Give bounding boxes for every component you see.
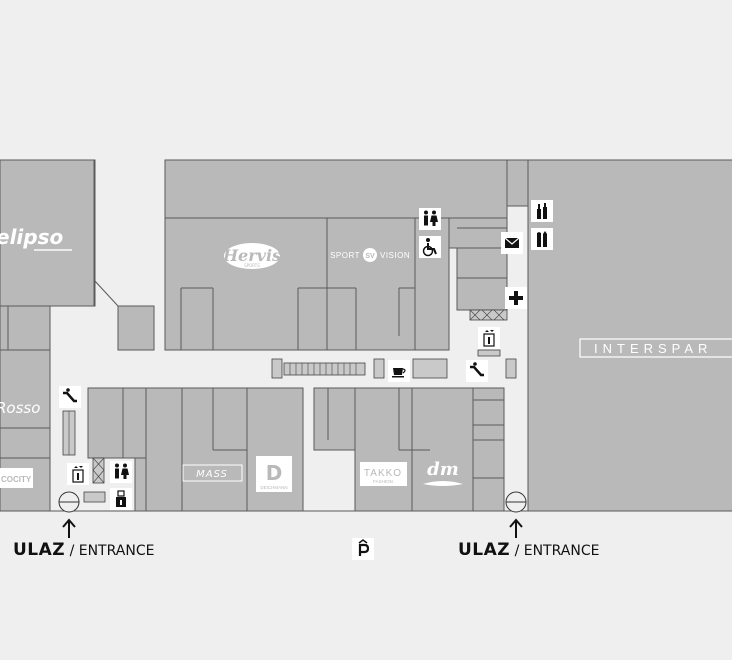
store-unit-low-2[interactable] bbox=[145, 387, 183, 512]
rosso-logo: Rosso bbox=[0, 399, 40, 417]
pharmacy-icon[interactable] bbox=[505, 287, 527, 309]
store-unit-top-7[interactable] bbox=[506, 159, 529, 207]
entrance-label-left: ULAZ / ENTRANCE bbox=[13, 540, 154, 560]
store-unit-low-5[interactable] bbox=[134, 457, 147, 512]
store-unit-low-3[interactable] bbox=[313, 387, 356, 451]
mass-logo: MASS bbox=[196, 469, 228, 480]
atm-icon[interactable] bbox=[110, 488, 132, 510]
sport-vision-logo-left: SPORT bbox=[330, 251, 360, 260]
store-elipso[interactable] bbox=[0, 159, 95, 307]
store-sport-vision[interactable] bbox=[326, 217, 416, 351]
liquor-icon[interactable] bbox=[531, 200, 553, 222]
entrance-label-rest: / ENTRANCE bbox=[65, 543, 155, 559]
entrance-arrow-icon bbox=[509, 518, 523, 538]
entrance-label-bold: ULAZ bbox=[13, 540, 66, 560]
cafe-icon[interactable] bbox=[388, 360, 410, 382]
store-interspar[interactable] bbox=[527, 159, 732, 512]
wheelchair-icon[interactable] bbox=[419, 236, 441, 258]
store-unit-low-4[interactable] bbox=[472, 387, 505, 512]
post-office-icon[interactable] bbox=[501, 232, 523, 254]
escalator-icon[interactable] bbox=[466, 360, 488, 382]
store-unit-top-5[interactable] bbox=[456, 247, 508, 279]
entrance-label-rest: / ENTRANCE bbox=[510, 543, 600, 559]
toilets-icon[interactable] bbox=[419, 208, 441, 230]
takko-logo: TAKKO bbox=[364, 468, 402, 479]
store-unit-top-6[interactable] bbox=[456, 277, 508, 311]
hervis-sub: SPORTS bbox=[244, 263, 260, 268]
store-hervis[interactable] bbox=[164, 217, 328, 351]
escalator-right bbox=[469, 309, 508, 321]
store-deichmann[interactable] bbox=[246, 387, 304, 512]
store-unit-top-4[interactable] bbox=[448, 217, 508, 249]
elipso-logo: elipso bbox=[0, 225, 63, 249]
deichmann-logo: D bbox=[266, 461, 283, 485]
entrance-label-right: ULAZ / ENTRANCE bbox=[458, 540, 599, 560]
store-unit-col[interactable] bbox=[117, 305, 155, 351]
toilets-icon[interactable] bbox=[110, 461, 132, 483]
escalator-center bbox=[283, 362, 366, 376]
elevator-icon[interactable] bbox=[478, 327, 500, 349]
entrance-label-bold: ULAZ bbox=[458, 540, 511, 560]
store-unit-low-1[interactable] bbox=[87, 387, 147, 459]
elevator-icon[interactable] bbox=[67, 463, 89, 485]
store-unit-left-3[interactable] bbox=[7, 305, 51, 351]
dm-logo: dm bbox=[427, 459, 459, 480]
cocity-logo: COCITY bbox=[1, 475, 32, 484]
takko-sub: FASHION bbox=[373, 479, 393, 484]
hervis-logo: Hervis bbox=[222, 246, 281, 265]
entrance-arrow-icon bbox=[62, 518, 76, 538]
interspar-logo: INTERSPAR bbox=[594, 341, 712, 356]
parking-icon[interactable] bbox=[352, 538, 374, 560]
store-unit-top-wide[interactable] bbox=[164, 159, 508, 219]
store-unit-left-4[interactable] bbox=[0, 427, 51, 459]
svg-text:SV: SV bbox=[365, 253, 375, 260]
sport-vision-logo-right: VISION bbox=[380, 251, 410, 260]
deichmann-sub: DEICHMANN bbox=[260, 485, 287, 490]
escalator-icon[interactable] bbox=[59, 386, 81, 408]
store-unit-left-2[interactable] bbox=[0, 305, 9, 351]
store-rosso[interactable] bbox=[0, 349, 51, 429]
store-logos: elipso Hervis SPORTS SPORT SV VISION INT… bbox=[0, 225, 732, 492]
cosmetics-icon[interactable] bbox=[531, 228, 553, 250]
escalator-left bbox=[92, 457, 105, 484]
